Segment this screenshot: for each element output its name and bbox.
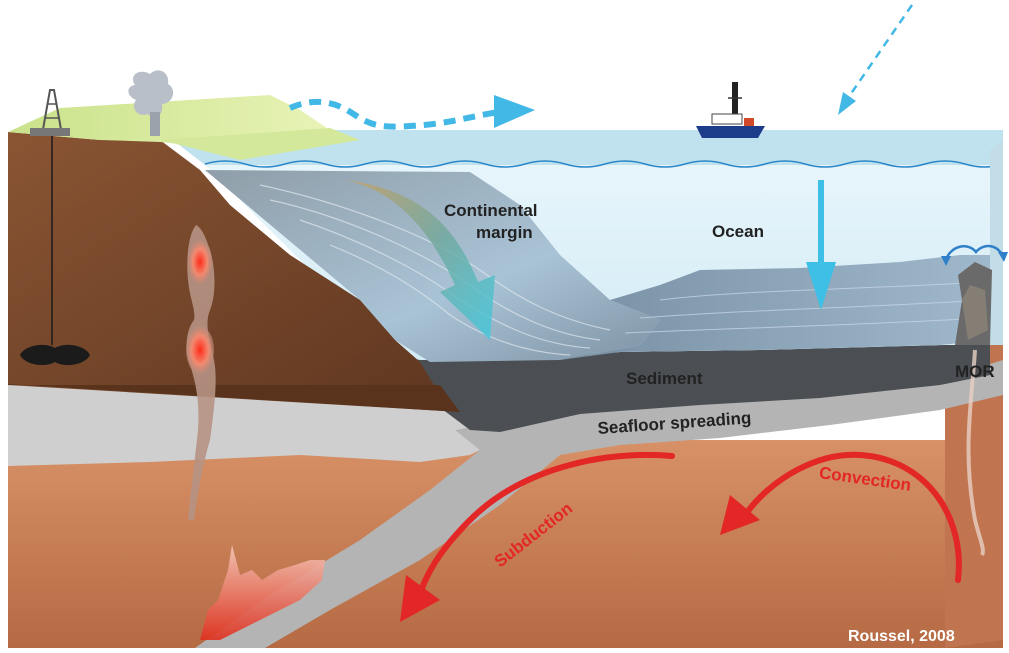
sea-surface-wave — [204, 160, 1004, 168]
drilling-rig-icon — [20, 89, 90, 366]
incoming-flux-arrow — [846, 4, 914, 99]
mor-label: MOR — [955, 362, 995, 381]
sediment-label: Sediment — [626, 369, 703, 388]
continental-land — [8, 132, 460, 412]
turbidity-arrow — [345, 180, 495, 340]
ocean-right-face — [990, 140, 1003, 345]
atmospheric-transport-arrow — [288, 98, 501, 130]
ocean-label: Ocean — [712, 222, 764, 241]
abyssal-layering — [624, 281, 986, 334]
continent-fill-bottom — [8, 384, 460, 412]
mantle-plume — [200, 545, 325, 640]
convection-arrow-right — [742, 451, 962, 583]
vent-circulation-arrow — [943, 244, 1005, 263]
continental-margin-label-line2: margin — [476, 223, 533, 242]
volcano-plume-icon — [128, 70, 174, 136]
sediment-layer — [395, 340, 990, 432]
credit-label: Roussel, 2008 — [848, 628, 955, 645]
magma-diapir — [186, 225, 216, 520]
green-lowland-edge — [160, 128, 360, 160]
drill-ship-icon — [696, 82, 765, 138]
hydrothermal-vent-icon — [955, 262, 992, 557]
abyssal-plain — [560, 255, 990, 360]
particle-flux-shaft — [818, 180, 824, 265]
oceanic-lithosphere — [195, 360, 1003, 648]
continental-slope — [205, 170, 660, 362]
continental-margin-label-line1: Continental — [444, 201, 538, 220]
sea-surface-band — [160, 130, 1003, 165]
convection-arrow-left — [415, 451, 675, 603]
particle-flux-head — [806, 262, 836, 310]
